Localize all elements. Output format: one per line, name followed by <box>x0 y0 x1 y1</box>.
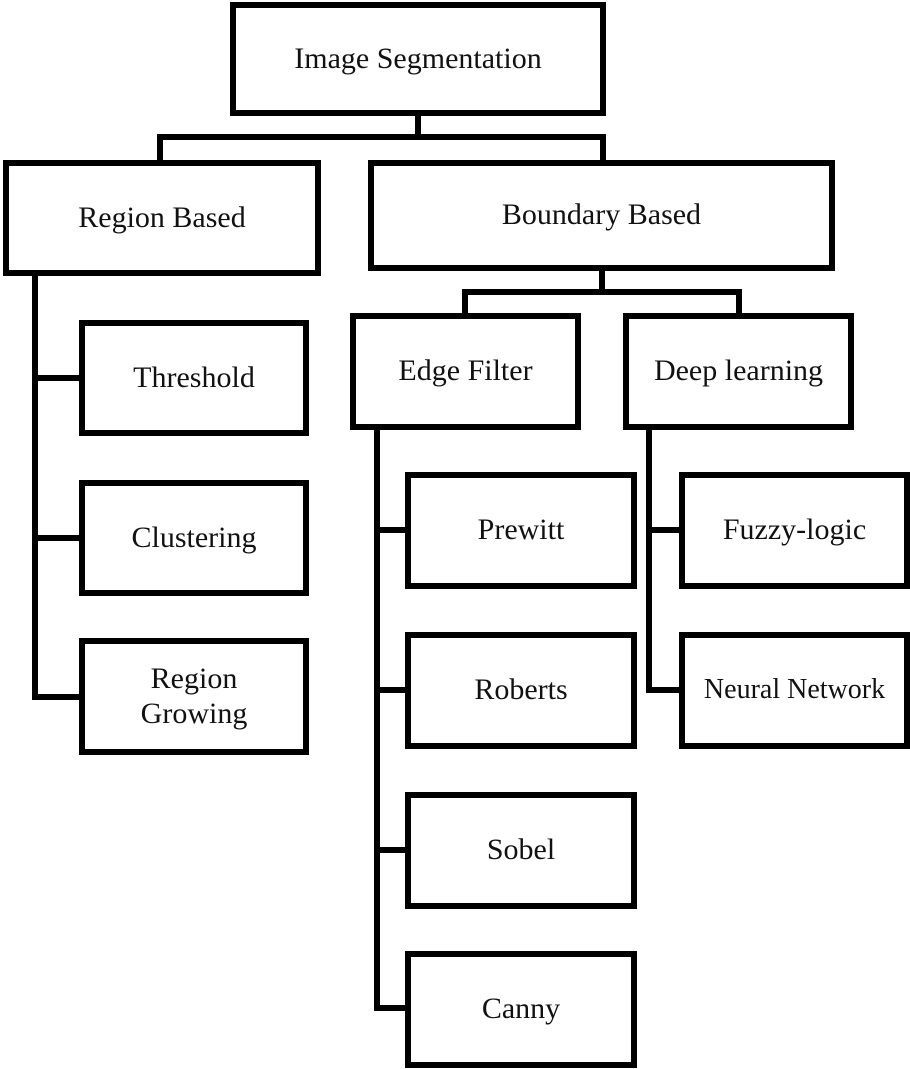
boundary-based-node: Boundary Based <box>368 160 835 271</box>
root-node: Image Segmentation <box>230 2 606 116</box>
sobel-label: Sobel <box>486 833 556 867</box>
connector-root <box>157 111 606 165</box>
deep-learning-label: Deep learning <box>653 354 824 388</box>
neural-network-label: Neural Network <box>703 674 886 706</box>
connector-deep-learning <box>646 425 685 693</box>
neural-network-node: Neural Network <box>679 632 910 749</box>
fuzzy-logic-label: Fuzzy-logic <box>722 513 867 547</box>
roberts-node: Roberts <box>405 632 637 749</box>
deep-learning-node: Deep learning <box>623 313 854 430</box>
fuzzy-logic-node: Fuzzy-logic <box>679 472 910 589</box>
edge-filter-label: Edge Filter <box>398 354 533 388</box>
clustering-label: Clustering <box>131 520 257 554</box>
prewitt-node: Prewitt <box>405 472 637 589</box>
threshold-label: Threshold <box>133 360 255 394</box>
clustering-node: Clustering <box>79 480 309 596</box>
connector-edge-filter <box>374 425 411 1011</box>
sobel-node: Sobel <box>405 792 637 909</box>
roberts-label: Roberts <box>474 673 568 707</box>
threshold-node: Threshold <box>79 320 309 436</box>
canny-label: Canny <box>481 992 561 1026</box>
edge-filter-node: Edge Filter <box>350 313 581 430</box>
region-growing-label: Region Growing <box>140 662 248 730</box>
root-node-label: Image Segmentation <box>294 41 542 75</box>
prewitt-label: Prewitt <box>477 513 565 547</box>
region-based-label: Region Based <box>78 200 246 234</box>
region-growing-node: Region Growing <box>79 638 309 755</box>
region-based-node: Region Based <box>3 160 321 276</box>
connector-boundary-based <box>462 265 742 319</box>
canny-node: Canny <box>405 951 637 1068</box>
connector-region-based <box>32 270 85 700</box>
boundary-based-label: Boundary Based <box>501 198 702 232</box>
